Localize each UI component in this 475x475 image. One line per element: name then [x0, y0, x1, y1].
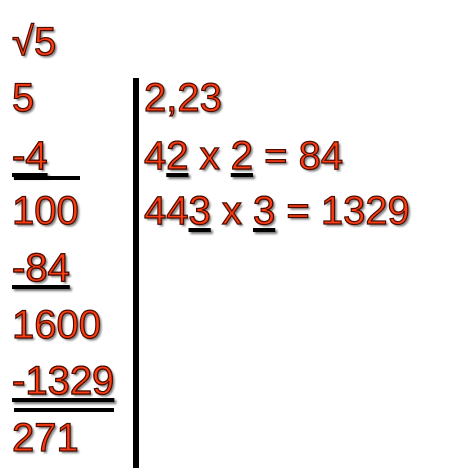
step-remainder-1: 100 — [11, 189, 79, 233]
subtraction-rule-1 — [14, 176, 80, 180]
sqrt-expression: √5 — [11, 20, 57, 64]
division-bar — [133, 78, 139, 468]
trial-2-prefix: 44 — [143, 189, 189, 233]
step-subtract-2: -84 — [11, 246, 70, 290]
result-value: 2,23 — [143, 76, 222, 120]
step-radicand: 5 — [11, 76, 35, 120]
trial-1-digit: 2 — [166, 134, 189, 178]
subtraction-rule-3 — [14, 408, 114, 412]
step-final-remainder: 271 — [11, 416, 79, 460]
trial-2-multiplier: 3 — [252, 189, 276, 233]
trial-line-2: 443 x 3 = 1329 — [143, 189, 411, 233]
step-remainder-2: 1600 — [11, 303, 101, 347]
trial-1-multiplier: 2 — [230, 134, 253, 178]
trial-2-digit: 3 — [188, 189, 211, 233]
step-subtract-3: -1329 — [11, 359, 115, 403]
trial-2-times: x — [210, 189, 253, 233]
trial-1-prefix: 4 — [143, 134, 167, 178]
trial-line-1: 42 x 2 = 84 — [143, 134, 344, 178]
trial-1-times: x — [188, 134, 231, 178]
trial-2-result: = 1329 — [275, 189, 411, 233]
step-subtract-1: -4 — [11, 134, 48, 178]
trial-1-result: = 84 — [252, 134, 344, 178]
